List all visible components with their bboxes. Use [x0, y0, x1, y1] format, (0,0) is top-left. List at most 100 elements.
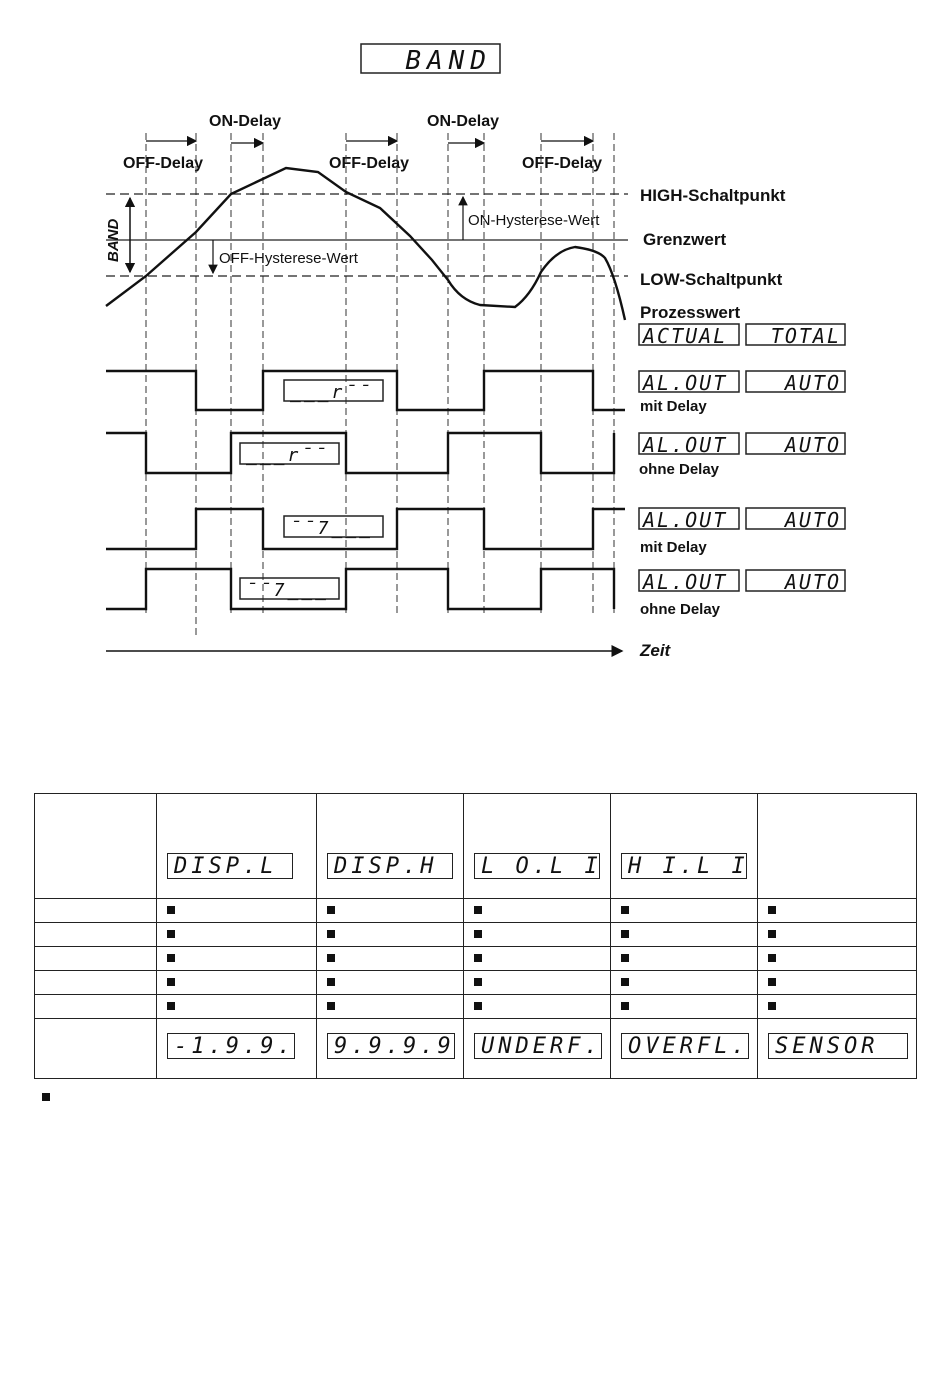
actual-display: ACTUAL: [638, 323, 740, 348]
marker-square-icon: [474, 930, 482, 939]
marker-square-icon: [621, 930, 629, 939]
footnote-square-icon: [42, 1093, 50, 1101]
alout-display-1: AL.OUT: [638, 370, 740, 395]
table-header-cell: L O.L I M.: [463, 793, 611, 899]
table-row: [34, 898, 917, 923]
max-value-display: 9.9.9.9.9.9.: [327, 1033, 455, 1059]
svg-text:AL.OUT: AL.OUT: [641, 570, 727, 594]
table-row: [34, 922, 917, 947]
off-delay-label-1: OFF-Delay: [123, 155, 203, 172]
marker-square-icon: [621, 1002, 629, 1011]
table-header-cell: DISP.H I.: [316, 793, 464, 899]
table-cell: [156, 946, 317, 971]
marker-square-icon: [768, 1002, 776, 1011]
on-delay-label-1: ON-Delay: [209, 113, 281, 130]
svg-text:AL.OUT: AL.OUT: [641, 433, 727, 457]
svg-text:¯¯7___: ¯¯7___: [246, 580, 329, 601]
marker-square-icon: [768, 906, 776, 915]
band-label: BAND: [105, 219, 122, 262]
total-display: TOTAL: [745, 323, 846, 348]
table-cell: [34, 970, 157, 995]
signal-3-display: ¯¯7___: [283, 515, 384, 539]
sensor-display: SENSOR: [768, 1033, 908, 1059]
table-header-row: DISP.L O. DISP.H I. L O.L I M. H I.L I M…: [34, 793, 917, 899]
alout-display-4: AL.OUT: [638, 569, 740, 594]
marker-square-icon: [167, 906, 175, 915]
signal-1-note: mit Delay: [640, 398, 707, 415]
signal-4: [106, 567, 616, 611]
min-value-display: -1.9.9.9.9.9.: [167, 1033, 295, 1059]
table-cell: [463, 898, 611, 923]
table-cell: OVERFL.: [610, 1018, 758, 1079]
high-label: HIGH-Schaltpunkt: [640, 186, 786, 205]
table-cell: [34, 946, 157, 971]
svg-text:¯¯7___: ¯¯7___: [290, 518, 373, 539]
band-display: BAND: [360, 43, 501, 76]
marker-square-icon: [167, 930, 175, 939]
marker-square-icon: [327, 954, 335, 963]
hi-lim-display: H I.L I M.: [621, 853, 747, 879]
alout-display-3: AL.OUT: [638, 507, 740, 532]
disp-lo-display: DISP.L O.: [167, 853, 293, 879]
table-cell: [757, 946, 917, 971]
table-cell: [156, 994, 317, 1019]
marker-square-icon: [768, 930, 776, 939]
table-header-cell: [34, 793, 157, 899]
signal-3-note: mit Delay: [640, 539, 707, 556]
table-cell: [316, 898, 464, 923]
table-row: [34, 994, 917, 1019]
table-cell: -1.9.9.9.9.9.: [156, 1018, 317, 1079]
marker-square-icon: [474, 954, 482, 963]
svg-text:AUTO: AUTO: [783, 371, 841, 395]
signal-4-note: ohne Delay: [640, 601, 721, 618]
table-cell: [34, 922, 157, 947]
overflow-display: OVERFL.: [621, 1033, 749, 1059]
marker-square-icon: [167, 978, 175, 987]
grenz-label: Grenzwert: [643, 230, 726, 249]
table-cell: [34, 1018, 157, 1079]
marker-square-icon: [621, 978, 629, 987]
table-header-cell: DISP.L O.: [156, 793, 317, 899]
table-row: [34, 970, 917, 995]
table-cell: [34, 898, 157, 923]
table-cell: [156, 922, 317, 947]
table-cell: [463, 946, 611, 971]
marker-square-icon: [768, 954, 776, 963]
marker-square-icon: [167, 954, 175, 963]
svg-text:___r¯¯: ___r¯¯: [290, 382, 373, 403]
table-cell: [316, 922, 464, 947]
signal-2: [106, 431, 616, 475]
table-cell: [316, 970, 464, 995]
table-cell: [156, 970, 317, 995]
table-cell: [34, 994, 157, 1019]
table-cell: SENSOR: [757, 1018, 917, 1079]
band-display-text: BAND: [405, 46, 492, 76]
svg-text:AUTO: AUTO: [783, 433, 841, 457]
table-cell: [757, 922, 917, 947]
signal-4-display: ¯¯7___: [239, 577, 340, 601]
off-delay-label-2: OFF-Delay: [329, 155, 409, 172]
table-cell: [463, 922, 611, 947]
auto-display-2: AUTO: [745, 432, 846, 457]
svg-text:ACTUAL: ACTUAL: [641, 324, 727, 348]
disp-hi-display: DISP.H I.: [327, 853, 453, 879]
signal-1-display: ___r¯¯: [283, 379, 384, 403]
alout-display-2: AL.OUT: [638, 432, 740, 457]
table-cell: [610, 970, 758, 995]
marker-square-icon: [474, 978, 482, 987]
svg-text:AL.OUT: AL.OUT: [641, 508, 727, 532]
marker-square-icon: [327, 930, 335, 939]
table-cell: 9.9.9.9.9.9.: [316, 1018, 464, 1079]
marker-square-icon: [474, 1002, 482, 1011]
svg-text:TOTAL: TOTAL: [771, 324, 841, 348]
svg-text:AL.OUT: AL.OUT: [641, 371, 727, 395]
svg-text:AUTO: AUTO: [783, 508, 841, 532]
marker-square-icon: [621, 954, 629, 963]
svg-text:AUTO: AUTO: [783, 570, 841, 594]
table-cell: [156, 898, 317, 923]
marker-square-icon: [621, 906, 629, 915]
marker-square-icon: [474, 906, 482, 915]
table-cell: [610, 898, 758, 923]
signal-1: [106, 369, 625, 412]
signal-2-display: ___r¯¯: [239, 442, 340, 466]
